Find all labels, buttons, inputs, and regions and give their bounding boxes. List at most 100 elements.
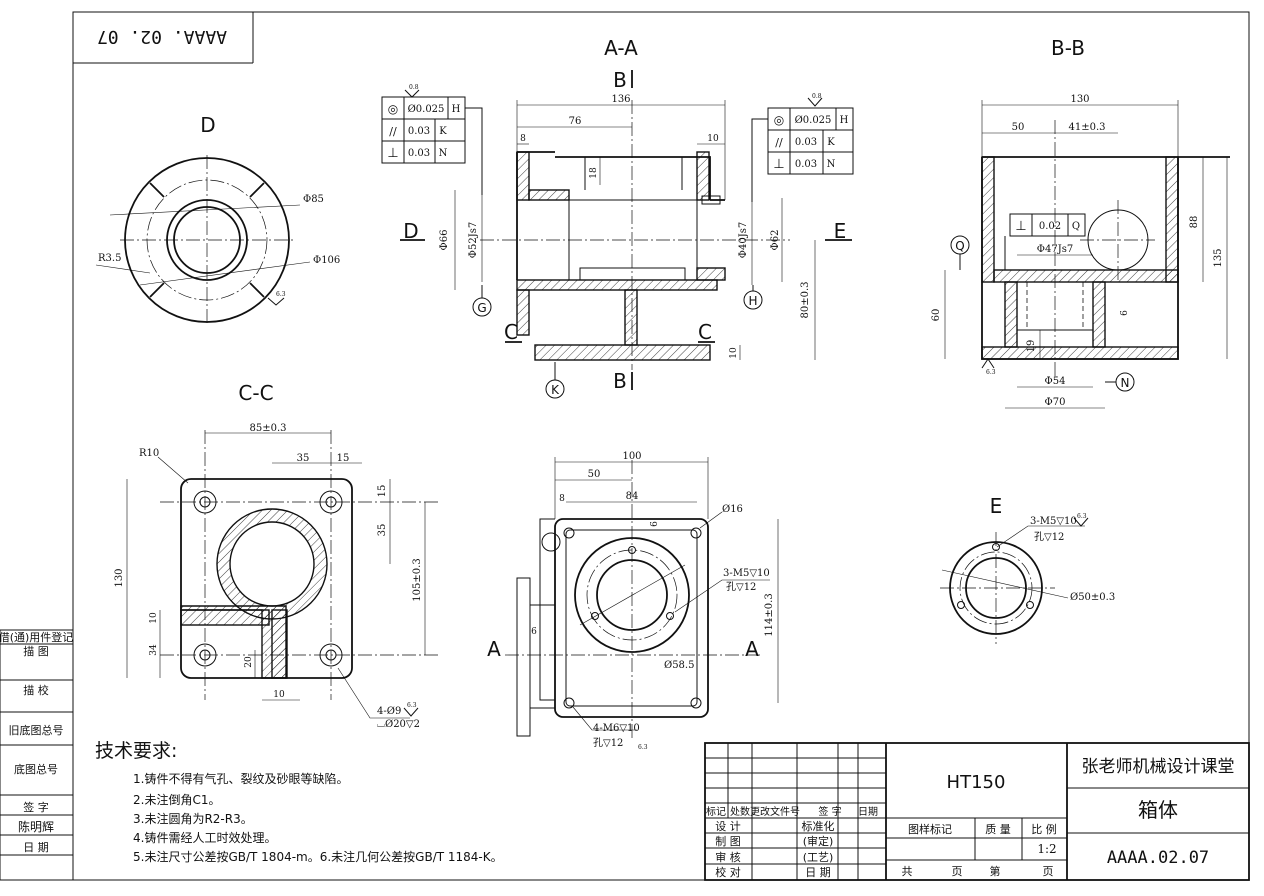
- d-dia-85: Φ85: [303, 194, 324, 205]
- top-dim-6v: 6: [650, 521, 660, 527]
- left-strip: 借(通)用件登记 描 图 描 校 旧底图总号 底图总号 签 字 陈明辉 日 期: [0, 629, 74, 881]
- tb-mass-label: 质 量: [985, 823, 1011, 836]
- aa-fcf-r-sym1: ◎: [774, 113, 784, 127]
- cc-dim-130: 130: [114, 568, 125, 587]
- bb-fcf-sym: ⊥: [1015, 219, 1026, 234]
- aa-fcf-r-tol2: 0.03: [795, 137, 817, 148]
- aa-dim-d40: Φ40Js7: [738, 222, 749, 258]
- strip-sign: 签 字: [23, 800, 49, 814]
- aa-cut-b-top: B: [613, 68, 627, 92]
- drawing-border: [72, 11, 1250, 881]
- section-aa: 136 76 8 10 18 Φ66 Φ52Js7 Φ40Js7 Φ62 80±…: [381, 68, 854, 399]
- tb-page-2: 页: [1043, 865, 1054, 878]
- aa-fcf-l-dat2: K: [439, 126, 447, 137]
- bb-dim-130: 130: [1070, 94, 1089, 105]
- cc-dim-105: 105±0.3: [412, 558, 423, 601]
- cc-dim-w15: 15: [337, 453, 350, 464]
- aa-dim-h10: 10: [729, 347, 739, 359]
- bb-dim-19: 19: [1026, 340, 1037, 353]
- bb-dim-d54: Φ54: [1045, 376, 1066, 387]
- aa-fcf-l-tol3: 0.03: [408, 148, 430, 159]
- e-thread-a: 3-M5▽10: [1030, 516, 1077, 527]
- tb-hdr-count: 处数: [730, 805, 750, 818]
- top-dim-84: 84: [626, 491, 639, 502]
- aa-cut-c-right: C: [698, 320, 712, 344]
- bb-datum-n: N: [1121, 376, 1130, 390]
- d-radius: R3.5: [98, 253, 121, 264]
- tech-req-5: 5.未注尺寸公差按GB/T 1804-m。6.未注几何公差按GB/T 1184-…: [133, 849, 503, 864]
- tb-standard: 标准化: [802, 819, 835, 833]
- bb-dim-41: 41±0.3: [1068, 122, 1105, 133]
- tb-date: 日 期: [805, 866, 831, 879]
- aa-fcf-r-tol3: 0.03: [795, 159, 817, 170]
- tb-scale: 1:2: [1037, 842, 1056, 856]
- aa-datum-g: G: [477, 301, 486, 315]
- tech-req-title: 技术要求:: [95, 740, 177, 762]
- aa-cut-d: D: [403, 219, 418, 243]
- tech-req-4: 4.铸件需经人工时效处理。: [133, 830, 276, 845]
- view-d-title: D: [200, 113, 215, 137]
- aa-datum-h: H: [748, 294, 757, 308]
- aa-dim-d62: Φ62: [770, 230, 781, 251]
- top-thread2-a: 4-M6▽10: [593, 723, 640, 734]
- aa-dim-80: 80±0.3: [800, 281, 811, 318]
- strip-base-no: 底图总号: [14, 762, 58, 776]
- top-dim-100: 100: [622, 451, 641, 462]
- section-bb: 130 50 41±0.3 88 135 60 19 6 Φ47Js7 Φ54 …: [931, 94, 1230, 409]
- cc-dim-h20: 20: [244, 656, 254, 668]
- bb-fcf-datum: Q: [1072, 221, 1080, 232]
- top-view: 100 50 84 8 6 6 Ø16 3-M5▽10 孔▽12 Ø58.5 1…: [487, 451, 779, 751]
- aa-fcf-r-sym2: //: [775, 136, 783, 149]
- tb-company: 张老师机械设计课堂: [1082, 757, 1235, 777]
- aa-dim-76: 76: [569, 116, 582, 127]
- bb-datum-q: Q: [955, 239, 964, 253]
- bb-fcf-tol: 0.02: [1039, 221, 1061, 232]
- strip-old-no: 旧底图总号: [9, 723, 64, 737]
- bb-dim-50: 50: [1012, 122, 1025, 133]
- aa-cut-c-left: C: [504, 320, 518, 344]
- view-e: 3-M5▽10 孔▽12 6.3 Ø50±0.3: [940, 513, 1115, 644]
- aa-fcf-r-tol1: Ø0.025: [795, 115, 832, 126]
- cc-dim-85: 85±0.3: [249, 423, 286, 434]
- aa-cut-b-bottom: B: [613, 369, 627, 393]
- aa-fcf-l-tol1: Ø0.025: [408, 104, 445, 115]
- e-roughness: 6.3: [1077, 513, 1087, 520]
- top-cut-a-left: A: [487, 637, 501, 661]
- tb-nth: 第: [990, 864, 1001, 878]
- view-d: Φ85 Φ106 R3.5 6.3: [95, 155, 340, 326]
- aa-dim-d66: Φ66: [439, 230, 450, 251]
- strip-check: 描 校: [23, 683, 49, 697]
- top-thread-a: 3-M5▽10: [723, 568, 770, 579]
- bb-dim-6: 6: [1120, 310, 1130, 316]
- cc-dim-h35: 35: [377, 524, 388, 537]
- tech-req-3: 3.未注圆角为R2-R3。: [133, 811, 253, 826]
- top-dim-6: 6: [531, 627, 537, 637]
- strip-trace: 描 图: [23, 644, 49, 658]
- top-thread-b: 孔▽12: [726, 581, 756, 593]
- cc-holes-2: ⌴Ø20▽2: [377, 719, 420, 730]
- cc-dim-w35: 35: [297, 453, 310, 464]
- tech-req-2: 2.未注倒角C1。: [133, 792, 220, 807]
- bb-roughness: 6.3: [986, 369, 996, 376]
- aa-dim-136: 136: [611, 94, 630, 105]
- cc-dim-w10: 10: [273, 690, 285, 700]
- tb-hdr-mark: 标记: [706, 806, 726, 818]
- tb-proof: 校 对: [715, 865, 741, 879]
- top-thread2-b: 孔▽12: [593, 737, 623, 749]
- section-bb-title: B-B: [1051, 36, 1085, 60]
- bb-dim-d70: Φ70: [1045, 397, 1066, 408]
- tb-material: HT150: [947, 772, 1006, 793]
- view-e-title: E: [990, 494, 1003, 518]
- e-thread-b: 孔▽12: [1034, 531, 1064, 543]
- tb-page-1: 页: [952, 865, 963, 878]
- tech-req-1: 1.铸件不得有气孔、裂纹及砂眼等缺陷。: [133, 771, 348, 786]
- aa-fcf-l-sym1: ◎: [388, 102, 398, 116]
- corner-stamp: AAAA. 02. 07: [97, 26, 227, 47]
- cc-dim-h15: 15: [377, 485, 388, 498]
- tb-draw: 制 图: [715, 835, 741, 848]
- top-dim-d585: Ø58.5: [664, 660, 694, 671]
- tb-process: (工艺): [803, 851, 834, 864]
- strip-reg: 借(通)用件登记: [0, 630, 73, 644]
- top-dim-50: 50: [588, 469, 601, 480]
- technical-requirements: 技术要求: 1.铸件不得有气孔、裂纹及砂眼等缺陷。 2.未注倒角C1。 3.未注…: [95, 740, 503, 864]
